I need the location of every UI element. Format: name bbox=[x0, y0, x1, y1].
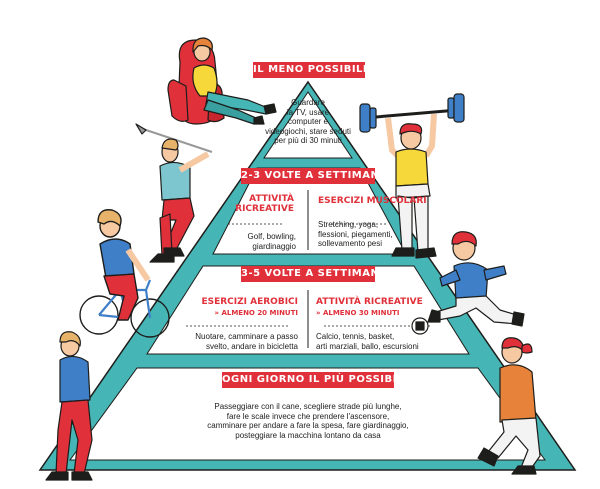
weightlifter-figure bbox=[359, 93, 465, 259]
tier-second-right-title: ESERCIZI MUSCOLARI bbox=[318, 196, 427, 206]
golfer-figure bbox=[135, 123, 213, 263]
tier-third-label: 3-5 VOLTE A SETTIMANA bbox=[241, 266, 387, 282]
tier-third-left-text: Nuotare, camminare a passo svelto, andar… bbox=[195, 332, 298, 351]
tier-top-label: IL MENO POSSIBILE bbox=[253, 62, 370, 78]
tier-top-panel bbox=[263, 91, 353, 159]
football-player-figure bbox=[411, 231, 525, 335]
hiker-figure bbox=[477, 337, 541, 475]
tier-third-right-sub: » ALMENO 30 MINUTI bbox=[316, 309, 400, 317]
tier-second-left-text: Golf, bowling, giardinaggio bbox=[247, 232, 296, 251]
tier-base-text: Passeggiare con il cane, scegliere strad… bbox=[207, 402, 409, 440]
sofa-person-figure bbox=[167, 37, 277, 125]
cyclist-figure bbox=[79, 209, 170, 338]
tier-base-panel bbox=[69, 367, 546, 461]
tier-second-label: 2-3 VOLTE A SETTIMANA bbox=[241, 168, 387, 184]
tier-second-left-title: ATTIVITÀ RICREATIVE bbox=[235, 194, 294, 215]
tier-base-label: OGNI GIORNO IL PIÙ POSSIBILE bbox=[222, 372, 411, 388]
tier-third-right-title: ATTIVITÀ RICREATIVE bbox=[316, 297, 423, 307]
tier-third-right-text: Calcio, tennis, basket, arti marziali, b… bbox=[316, 332, 419, 351]
tier-third-left-sub: » ALMENO 20 MINUTI bbox=[214, 309, 298, 317]
tier-second-right-text: Stretching, yoga, flessioni, piegamenti,… bbox=[318, 220, 393, 249]
walker-figure bbox=[45, 331, 93, 481]
tier-top-text: Guardare la TV, usare computer e videogi… bbox=[265, 98, 351, 146]
tier-third-left-title: ESERCIZI AEROBICI bbox=[201, 297, 298, 307]
